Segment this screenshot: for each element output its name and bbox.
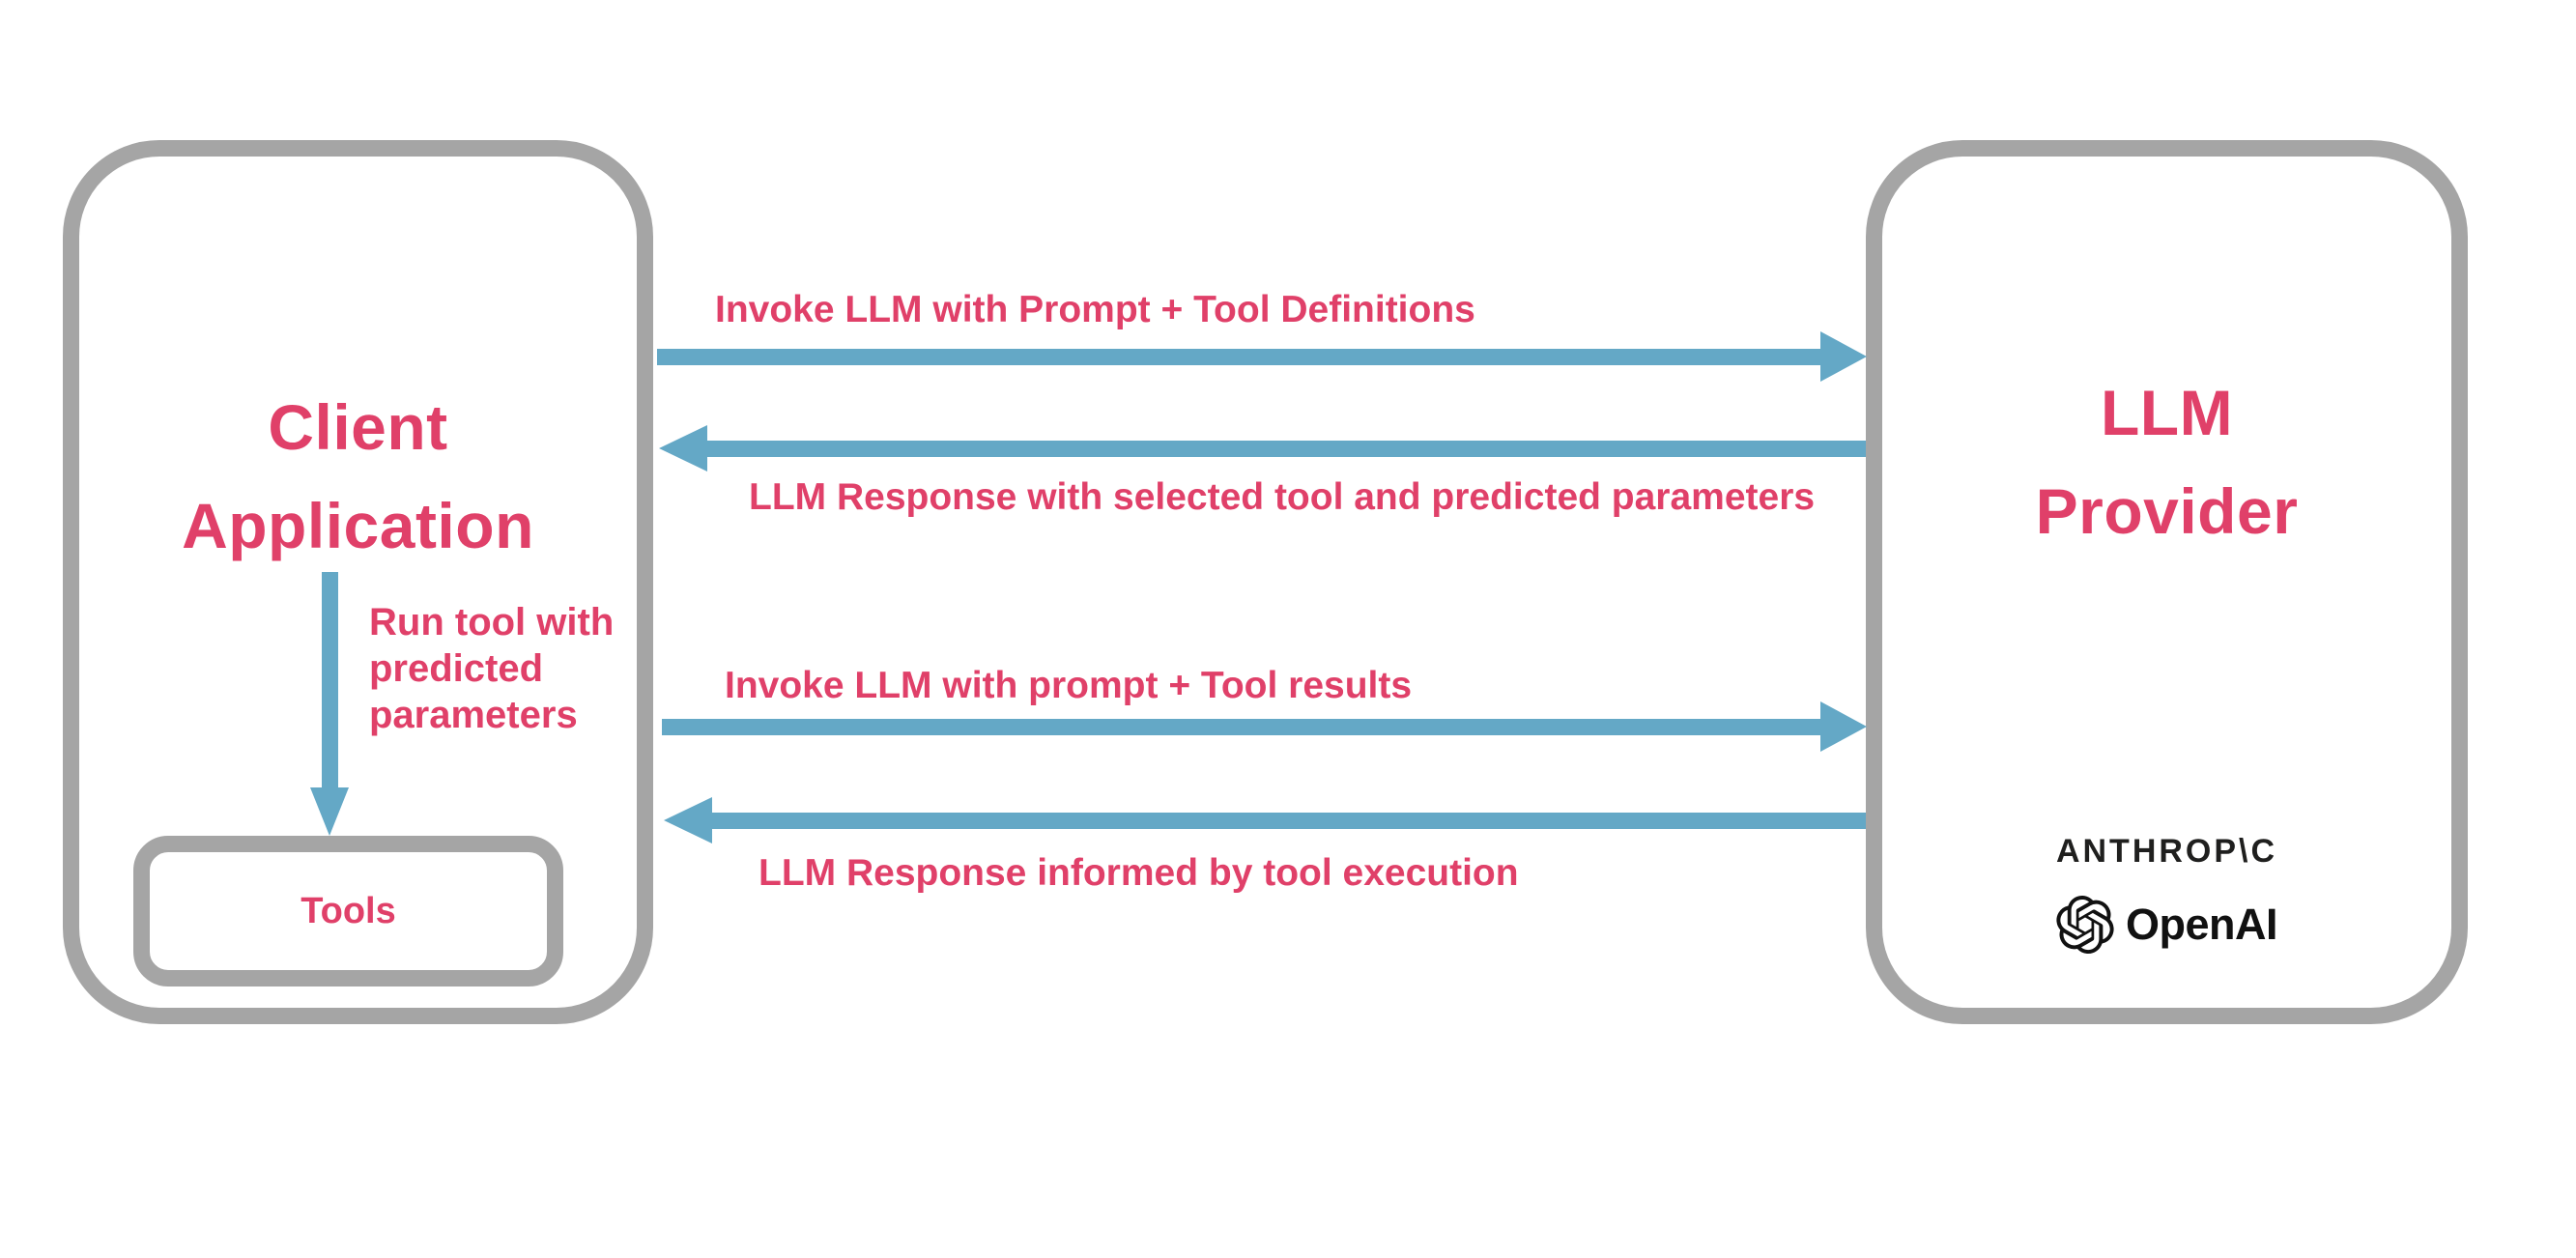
client-title-line1: Client (268, 391, 448, 463)
openai-wordmark: OpenAI (2125, 900, 2278, 949)
openai-logo: OpenAI (2056, 896, 2278, 955)
arrow-2-head-left-icon (659, 425, 707, 472)
tools-box: Tools (133, 836, 563, 986)
arrow-4-shaft (710, 813, 1866, 829)
provider-logos: ANTHROP\C OpenAI (1866, 833, 2468, 955)
client-application-title: Client Application (63, 378, 653, 575)
arrow-3-shaft (662, 719, 1820, 735)
client-title-line2: Application (182, 490, 534, 561)
run-tool-arrow-shaft (322, 572, 338, 787)
llm-title-line2: Provider (2035, 475, 2299, 547)
arrow-4-head-left-icon (664, 797, 712, 843)
arrow-1-label: Invoke LLM with Prompt + Tool Definition… (715, 289, 1475, 330)
openai-blossom-icon (2056, 896, 2114, 955)
anthropic-logo: ANTHROP\C (2055, 833, 2278, 870)
tools-label: Tools (301, 890, 396, 931)
run-tool-arrow-label: Run tool with predicted parameters (369, 601, 615, 736)
arrow-3-label: Invoke LLM with prompt + Tool results (725, 665, 1413, 706)
run-tool-arrow-head-down-icon (310, 787, 349, 836)
arrow-3-head-right-icon (1820, 701, 1867, 752)
llm-title-line1: LLM (2100, 377, 2234, 448)
llm-provider-title: LLM Provider (1866, 363, 2468, 560)
llm-provider-box (1866, 140, 2468, 1024)
arrow-4-label: LLM Response informed by tool execution (758, 852, 1519, 894)
arrow-2-shaft (705, 441, 1866, 457)
arrow-1-head-right-icon (1820, 331, 1867, 382)
arrow-2-label: LLM Response with selected tool and pred… (749, 476, 1816, 518)
arrow-1-shaft (657, 349, 1820, 365)
